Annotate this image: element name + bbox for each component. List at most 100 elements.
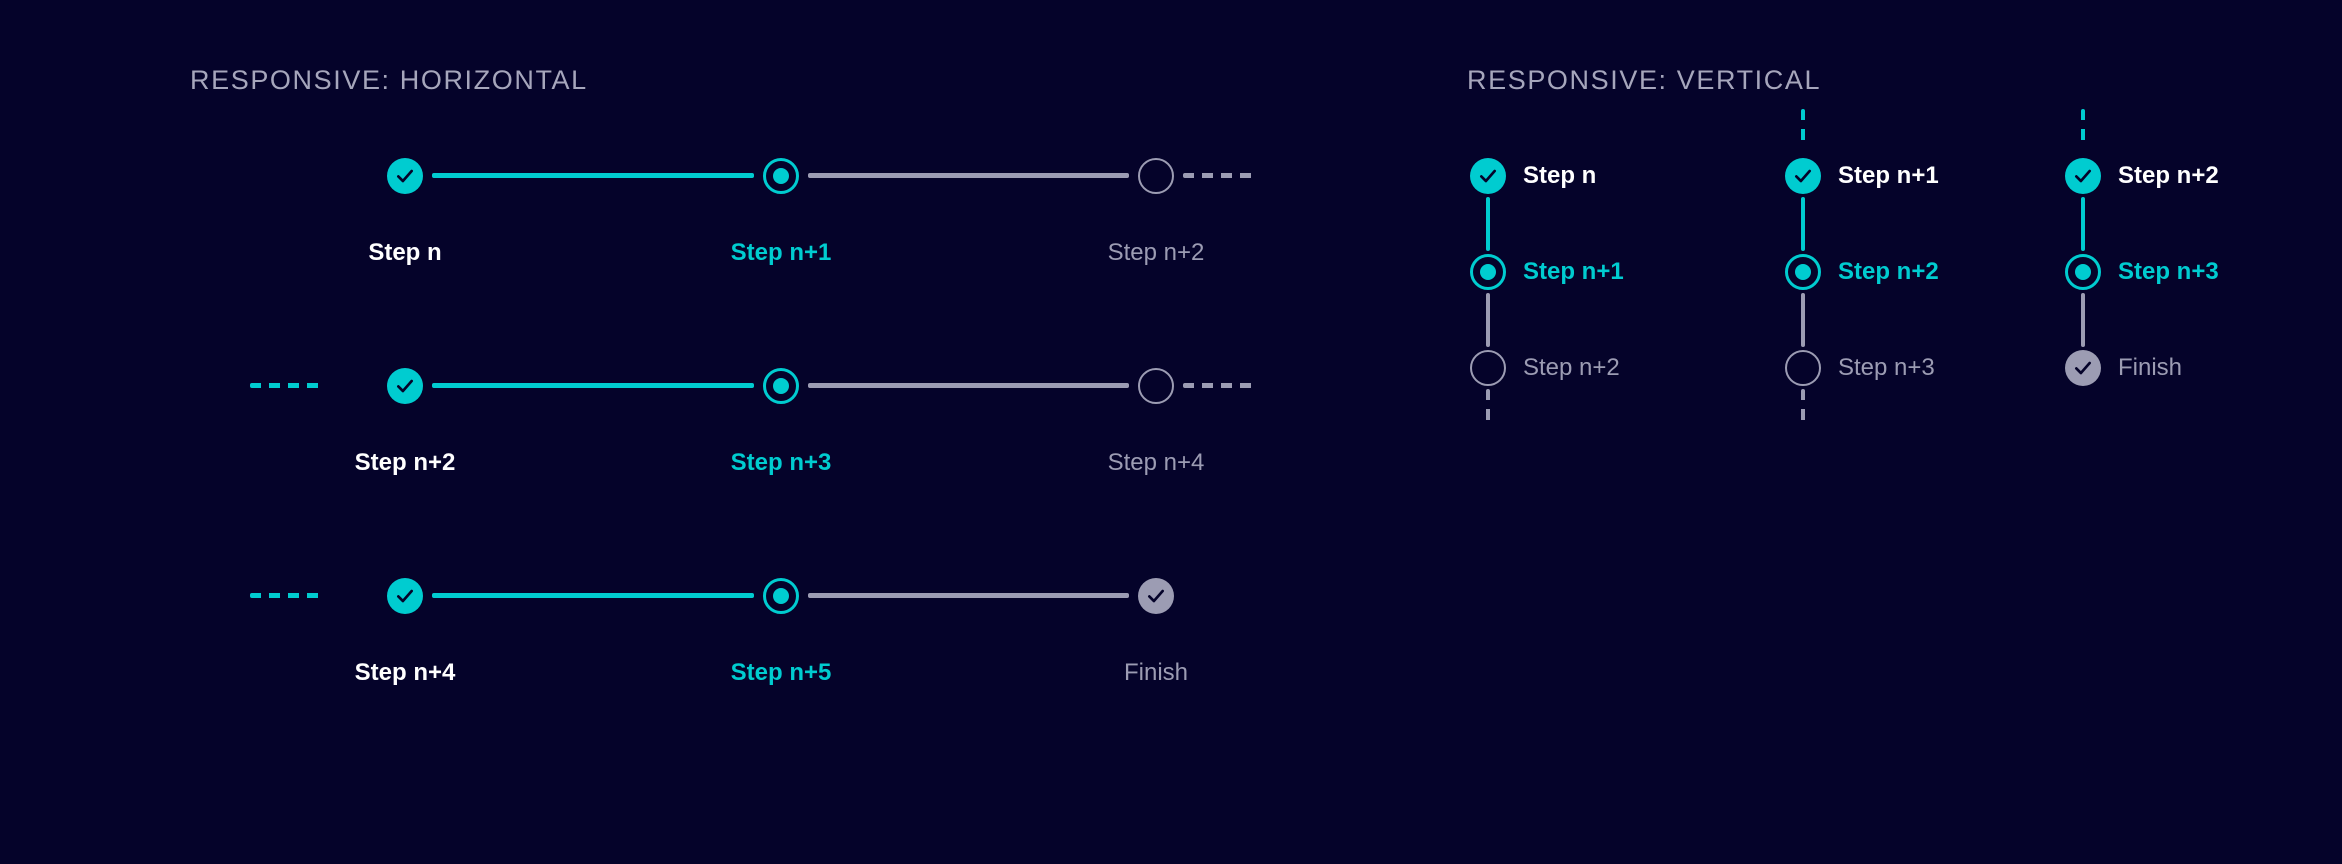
step-node[interactable] xyxy=(384,575,426,617)
connector-bottom-stub xyxy=(1801,389,1805,429)
stepper-track xyxy=(155,365,1255,415)
step-node[interactable] xyxy=(384,365,426,407)
checkmark-icon xyxy=(395,376,415,396)
connector-segment xyxy=(808,593,1129,598)
step-label[interactable]: Step n+1 xyxy=(1838,162,1939,189)
radio-dot-icon[interactable] xyxy=(760,155,802,197)
step-label[interactable]: Step n+2 xyxy=(354,449,456,476)
step-circle xyxy=(1470,254,1506,290)
radio-dot-icon[interactable] xyxy=(760,365,802,407)
check-circle-filled-icon[interactable] xyxy=(384,365,426,407)
step-node[interactable]: Step n+1 xyxy=(1782,155,2112,251)
checkmark-icon xyxy=(1146,586,1166,606)
connector-trail xyxy=(1183,383,1255,388)
check-circle-filled-icon[interactable] xyxy=(384,575,426,617)
step-node[interactable] xyxy=(384,155,426,197)
step-icon-slot xyxy=(2062,155,2104,197)
connector-segment xyxy=(432,383,754,388)
step-label[interactable]: Step n+2 xyxy=(1523,354,1620,381)
step-label[interactable]: Step n+3 xyxy=(2118,258,2219,285)
connector-segment xyxy=(2081,197,2085,251)
section-title-vertical: RESPONSIVE: VERTICAL xyxy=(1467,65,1822,95)
step-circle xyxy=(387,158,423,194)
connector-segment xyxy=(1486,197,1490,251)
connector-segment xyxy=(1801,293,1805,347)
step-labels: Step n+4 Step n+5 Finish xyxy=(155,659,1188,699)
step-circle xyxy=(1785,158,1821,194)
step-circle xyxy=(763,158,799,194)
radio-dot-icon[interactable] xyxy=(1467,251,1509,293)
step-node[interactable] xyxy=(760,155,802,197)
step-circle xyxy=(2065,158,2101,194)
radio-dot-icon[interactable] xyxy=(2062,251,2104,293)
step-circle xyxy=(387,368,423,404)
connector-lead xyxy=(250,593,322,598)
step-label[interactable]: Step n+4 xyxy=(1107,449,1205,476)
step-circle xyxy=(763,578,799,614)
step-circle xyxy=(1138,158,1174,194)
empty-circle-icon[interactable] xyxy=(1135,365,1177,407)
check-circle-filled-icon[interactable] xyxy=(1782,155,1824,197)
step-label[interactable]: Step n+3 xyxy=(730,449,832,476)
step-labels: Step n Step n+1 Step n+2 xyxy=(155,239,1204,279)
step-node[interactable]: Step n xyxy=(1467,155,1797,251)
check-circle-filled-icon[interactable] xyxy=(1467,155,1509,197)
step-node[interactable]: Step n+3 xyxy=(1782,347,2112,443)
step-node[interactable] xyxy=(1135,155,1177,197)
step-node[interactable] xyxy=(1135,365,1177,407)
empty-circle-icon[interactable] xyxy=(1135,155,1177,197)
step-label[interactable]: Step n xyxy=(1523,162,1597,189)
connector-segment xyxy=(432,173,754,178)
empty-circle-icon[interactable] xyxy=(1782,347,1824,389)
check-circle-filled-icon[interactable] xyxy=(2062,155,2104,197)
connector-segment xyxy=(808,383,1129,388)
step-node[interactable]: Step n+1 xyxy=(1467,251,1797,347)
section-title-horizontal: RESPONSIVE: HORIZONTAL xyxy=(190,65,588,95)
step-node[interactable]: Step n+2 xyxy=(1782,251,2112,347)
step-icon-slot xyxy=(1467,347,1509,389)
step-label[interactable]: Step n+1 xyxy=(1523,258,1624,285)
active-dot-icon xyxy=(773,588,789,604)
step-label[interactable]: Step n+2 xyxy=(1107,239,1205,266)
step-labels: Step n+2 Step n+3 Step n+4 xyxy=(155,449,1205,489)
active-dot-icon xyxy=(2075,264,2091,280)
step-circle xyxy=(1138,578,1174,614)
empty-circle-icon[interactable] xyxy=(1467,347,1509,389)
step-node[interactable] xyxy=(760,575,802,617)
step-label[interactable]: Step n+3 xyxy=(1838,354,1935,381)
checkmark-icon xyxy=(1793,166,1813,186)
step-label[interactable]: Finish xyxy=(1123,659,1189,686)
step-label[interactable]: Finish xyxy=(2118,354,2183,381)
step-circle xyxy=(387,578,423,614)
horizontal-stepper-row: Step n+4 Step n+5 Finish xyxy=(155,575,1188,785)
connector-bottom-stub xyxy=(1486,389,1490,429)
step-label[interactable]: Step n xyxy=(368,239,442,266)
step-label[interactable]: Step n+2 xyxy=(2118,162,2219,189)
step-label[interactable]: Step n+1 xyxy=(730,239,832,266)
check-circle-grey-icon[interactable] xyxy=(1135,575,1177,617)
step-node[interactable]: Step n+3 xyxy=(2062,251,2342,347)
stepper-track xyxy=(155,575,1174,625)
radio-dot-icon[interactable] xyxy=(1782,251,1824,293)
check-circle-grey-icon[interactable] xyxy=(2062,347,2104,389)
step-node[interactable] xyxy=(1135,575,1177,617)
step-circle xyxy=(1785,254,1821,290)
step-label[interactable]: Step n+5 xyxy=(730,659,832,686)
connector-segment xyxy=(2081,293,2085,347)
step-circle xyxy=(2065,350,2101,386)
step-label[interactable]: Step n+4 xyxy=(354,659,456,686)
step-node[interactable]: Step n+2 xyxy=(2062,155,2342,251)
step-node[interactable]: Step n+2 xyxy=(1467,347,1797,443)
step-label[interactable]: Step n+2 xyxy=(1838,258,1939,285)
step-node[interactable]: Finish xyxy=(2062,347,2342,443)
radio-dot-icon[interactable] xyxy=(760,575,802,617)
step-node[interactable] xyxy=(760,365,802,407)
checkmark-icon xyxy=(2073,166,2093,186)
connector-top-stub xyxy=(2081,109,2085,149)
check-circle-filled-icon[interactable] xyxy=(384,155,426,197)
